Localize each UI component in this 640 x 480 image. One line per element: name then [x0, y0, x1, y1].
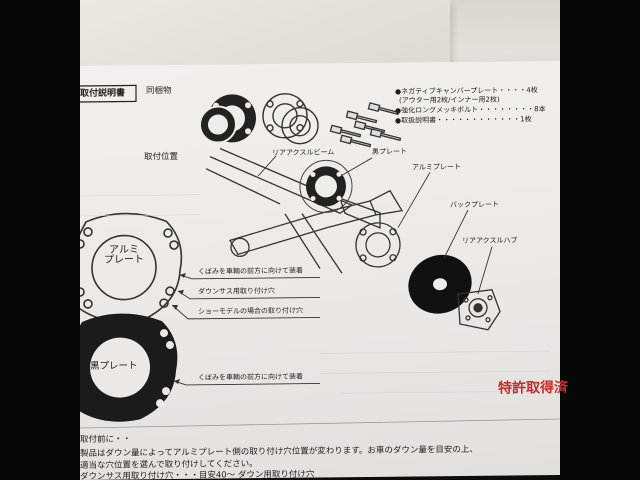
large-aluminum-plate-label: アルミプレート	[104, 244, 144, 266]
rear-axle-beam-label: リアアクスルビーム	[272, 148, 335, 157]
aluminum-callout-front: くぼみを車輌の前方に向けて装着	[198, 266, 303, 276]
back-plate-label: バックプレート	[450, 200, 499, 210]
position-label: 取付位置	[144, 151, 179, 163]
left-black-margin	[0, 0, 80, 480]
contents-plate-icon-2	[199, 105, 237, 144]
notes-line-2: 適当な穴位置を選んで取り付けしてください。	[80, 459, 258, 471]
diagram-black-plate-outline	[299, 159, 353, 213]
page-title: 取付説明書	[80, 88, 126, 99]
separator	[80, 418, 560, 429]
diagram-graphics	[80, 84, 560, 429]
aluminum-plate-label: アルミプレート	[412, 163, 461, 172]
large-aluminum-plate	[80, 212, 183, 323]
aluminum-callout-downsus: ダウンサス用取り付け穴	[198, 286, 275, 296]
contents-item-plates: ●ネガティブキャンバープレート・・・・4枚	[395, 86, 538, 96]
contents-item-plates-sub: (アウター用2枚/インナー用2枚)	[399, 95, 500, 105]
notes-heading: 取付前に・・	[80, 434, 132, 445]
diagram-aluminum-plate	[355, 222, 401, 268]
callout-arrowheads	[172, 272, 186, 384]
faint-grid	[80, 194, 550, 394]
large-black-plate-label: 黒プレート	[90, 360, 138, 372]
diagram-rear-axle-hub	[457, 288, 501, 331]
diagram-back-plate	[408, 254, 472, 314]
rear-axle-beam-drawing	[205, 147, 404, 274]
right-black-margin	[560, 0, 640, 480]
diagram-black-plate	[306, 166, 346, 207]
background-folded-sheet	[80, 0, 450, 72]
leader-lines	[257, 155, 493, 294]
aluminum-callout-show: ショーモデルの場合の取り付け穴	[198, 306, 303, 316]
patent-label: 特許取得済	[498, 379, 568, 397]
contents-item-manual: ●取扱説明書・・・・・・・・・・・・1枚	[395, 115, 532, 125]
black-plate-label: 黒プレート	[372, 147, 407, 156]
notes-line-3: ダウンサス用取り付け穴・・・目安40～ ダウン用取り付け穴	[80, 469, 315, 480]
contents-aluminum-plate-icon-2	[281, 106, 319, 145]
rear-axle-hub-label: リアアクスルハブ	[462, 236, 518, 245]
contents-label: 同梱物	[146, 86, 172, 97]
contents-bolts-icon	[329, 102, 402, 148]
large-black-plate	[80, 313, 178, 422]
black-callout-front: くぼみを車輌の前方に向けて装着	[198, 372, 303, 382]
contents-aluminum-plate-icon	[262, 93, 308, 139]
instruction-sheet: 取付説明書 同梱物 ●ネガティブキャンバープレート・・・・4枚 (アウター用2枚…	[80, 60, 568, 480]
title-frame	[80, 84, 137, 103]
